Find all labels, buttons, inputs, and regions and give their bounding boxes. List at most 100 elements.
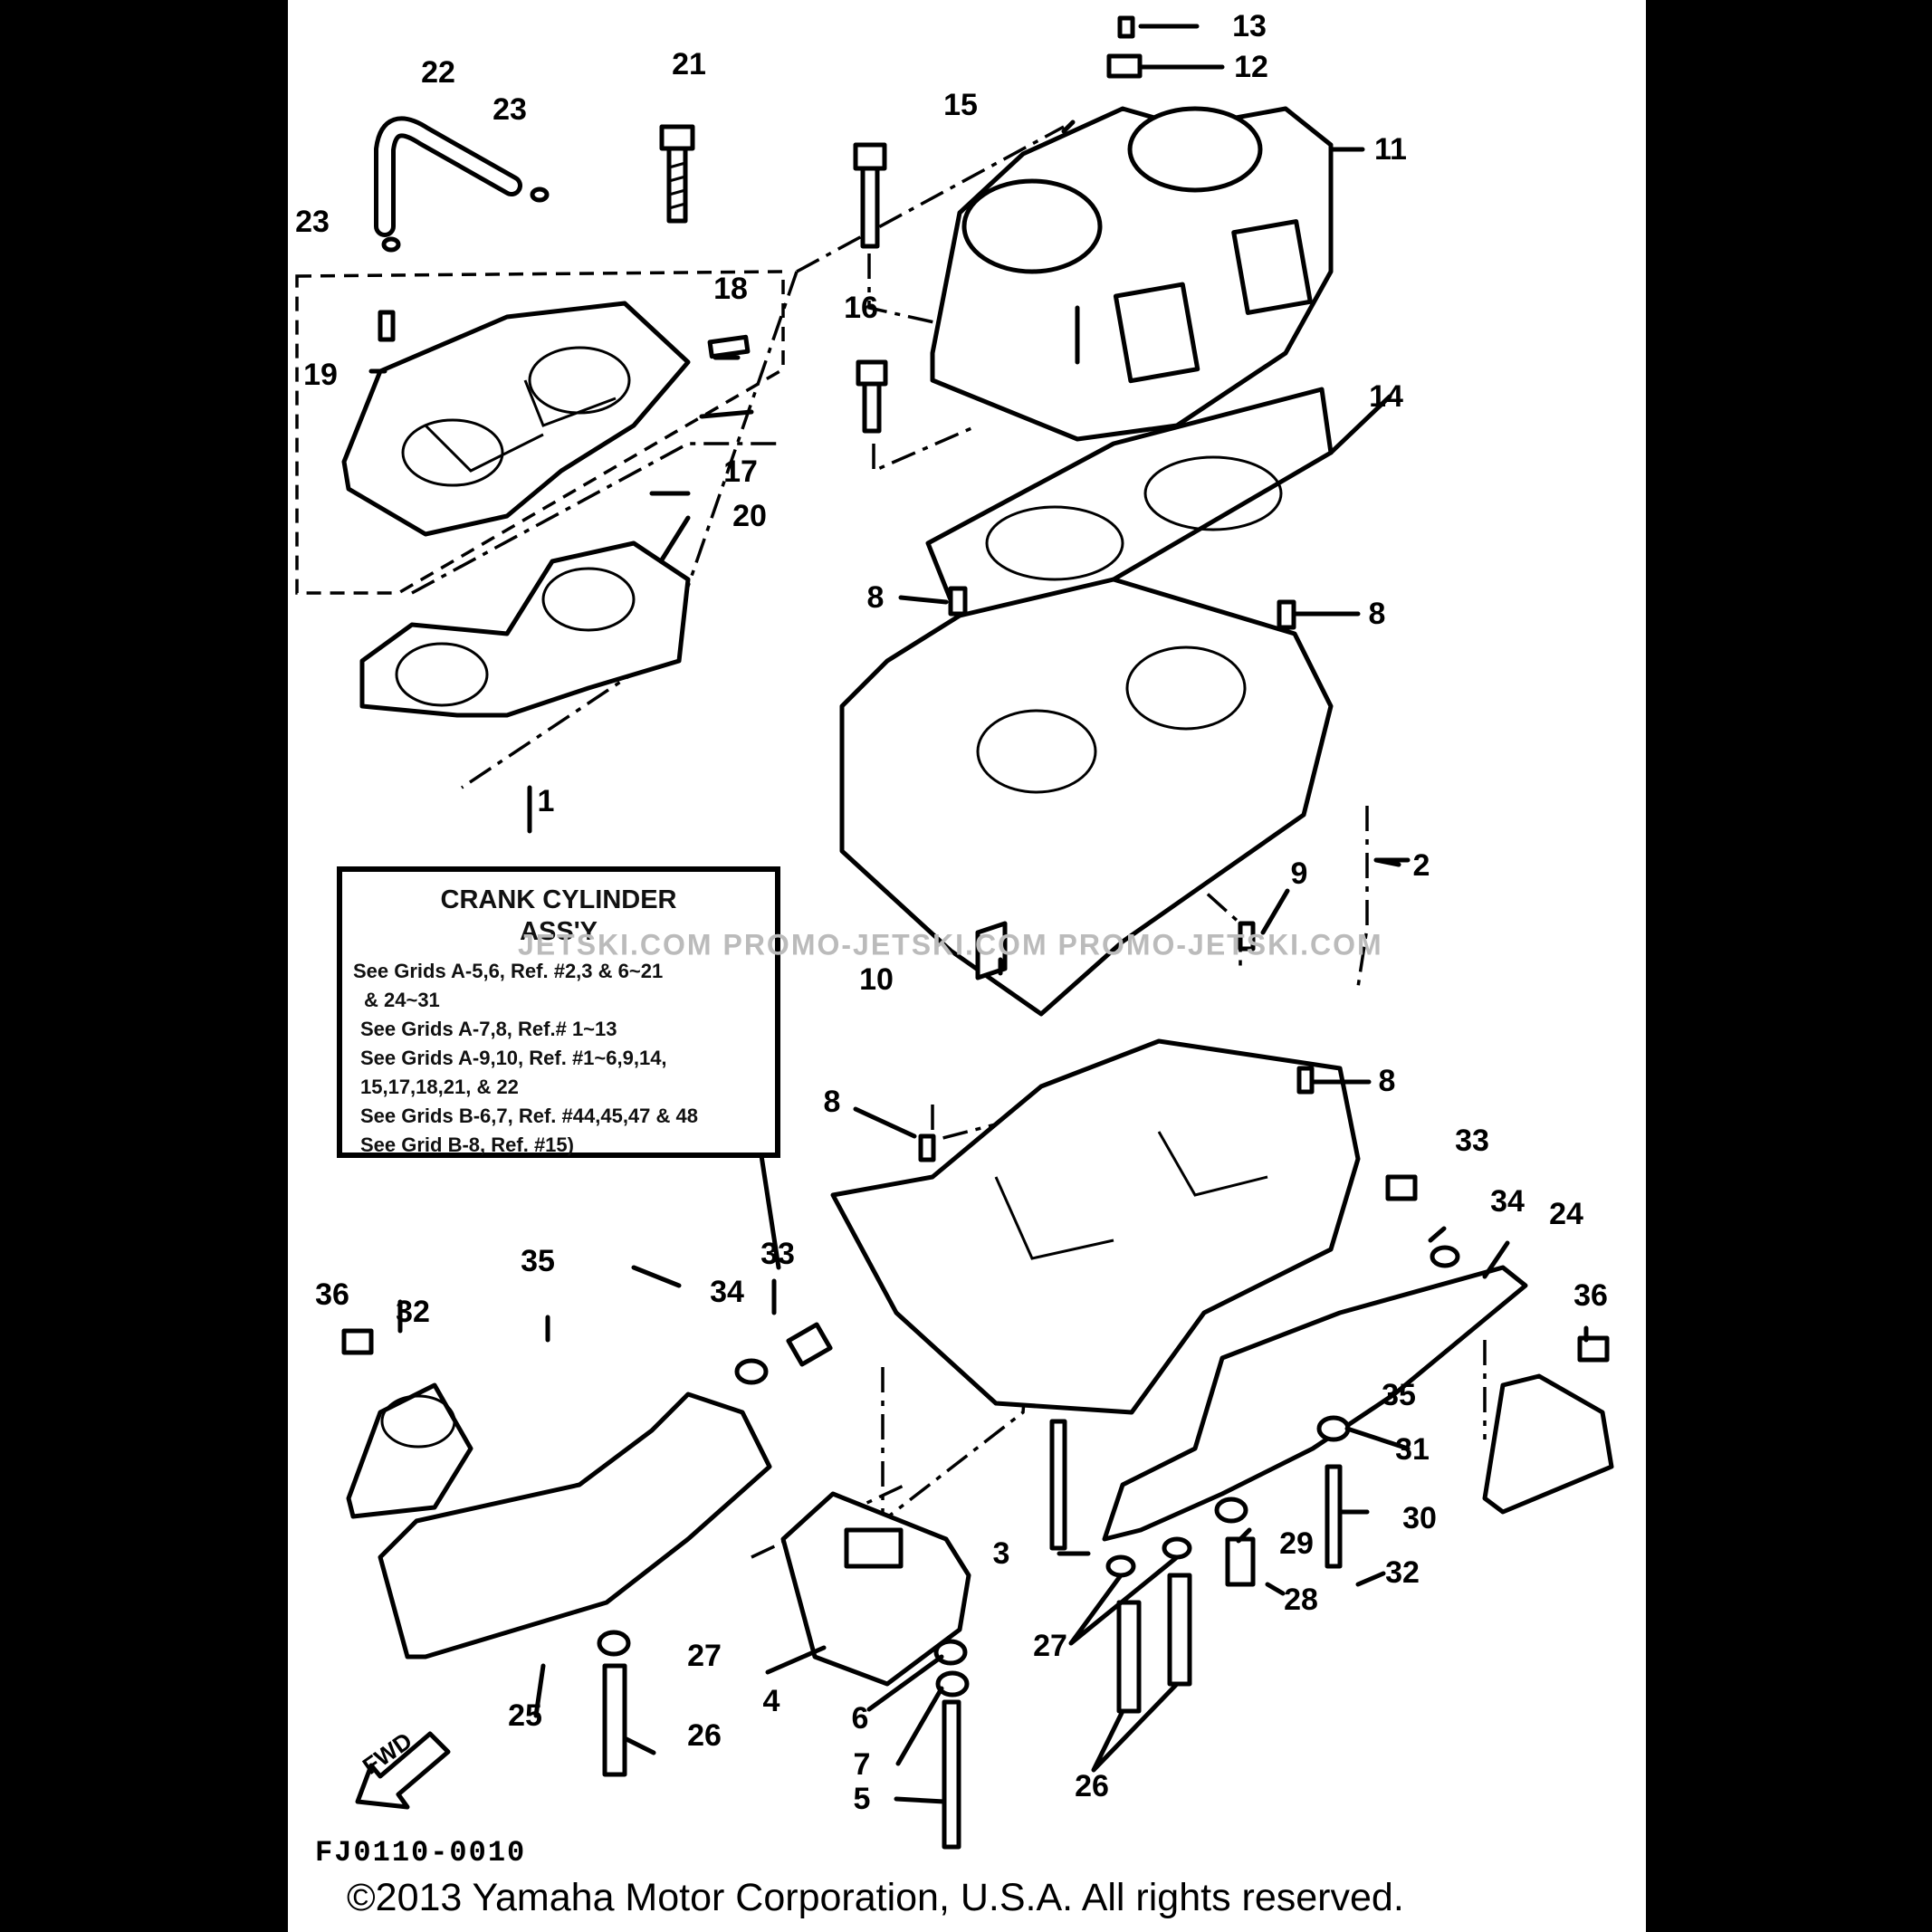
bolt-26a [602,1663,627,1777]
callout-32a: 32 [396,1295,430,1329]
watermark: JETSKI.COM PROMO-JETSKI.COM PROMO-JETSKI… [518,928,1383,961]
callout-35b: 35 [1382,1378,1416,1412]
washer-29 [1214,1497,1248,1524]
pin-18 [707,334,751,359]
note-line: See Grids B-6,7, Ref. #44,45,47 & 48 [360,1104,698,1127]
engine-mount-24 [1102,1265,1528,1542]
breather-hose-inner [378,120,518,233]
bolt-36b [1577,1335,1610,1363]
callout-35a: 35 [521,1244,555,1278]
note-line: 15,17,18,21, & 22 [360,1075,519,1098]
bolt-26b1 [1116,1600,1142,1714]
callout-36a: 36 [315,1277,349,1312]
bolt-33b [786,1322,833,1367]
washer-27a [597,1630,631,1657]
callout-3: 3 [992,1536,1010,1571]
fwd-arrow-icon [355,1731,451,1810]
callout-6: 6 [851,1701,869,1736]
callout-4: 4 [762,1684,780,1718]
bolt-36a [341,1328,374,1355]
head-assembly-box [295,270,785,595]
callout-26a: 26 [687,1718,722,1753]
callout-8c: 8 [823,1085,841,1119]
dowel-8a [948,586,968,617]
callout-7: 7 [853,1747,871,1782]
callout-31: 31 [1395,1432,1430,1467]
dowel-9 [1238,921,1256,952]
callout-1: 1 [537,784,555,818]
clamp-23a [530,187,550,203]
callout-24: 24 [1549,1197,1583,1231]
note-line: See Grid B-8, Ref. #15) [360,1133,574,1156]
callout-8a: 8 [866,580,885,615]
note-title: CRANK CYLINDER [440,885,677,914]
stud-30 [1325,1464,1343,1569]
cylinder-head [341,301,691,537]
bolt-15-shank [860,166,880,249]
bolt-16-shank [862,381,882,434]
callout-8d: 8 [1378,1064,1396,1098]
note-subtitle: ASS'Y [520,916,598,946]
bolt-28 [1225,1536,1256,1587]
callout-16: 16 [844,291,878,325]
callout-10: 10 [859,962,894,997]
bolt-21-head [659,124,695,151]
head-gasket [359,540,691,718]
note-line: See Grids A-5,6, Ref. #2,3 & 6~21 [353,959,664,982]
copyright-notice: ©2013 Yamaha Motor Corporation, U.S.A. A… [347,1876,1404,1919]
note-line: See Grids A-7,8, Ref.# 1~13 [360,1017,617,1040]
note-lines: See Grids A-5,6, Ref. #2,3 & 6~21 & 24~3… [342,957,775,1160]
callout-29: 29 [1279,1526,1314,1561]
callout-2: 2 [1412,848,1430,883]
callout-5: 5 [853,1782,871,1816]
callout-17: 17 [723,454,758,489]
dowel-8b [1277,599,1296,630]
callout-19: 19 [303,358,338,392]
callout-23b: 23 [295,205,330,239]
mount-block-4 [780,1491,971,1687]
damper-32a [346,1382,473,1519]
dowel-8d [1296,1066,1315,1095]
callout-18: 18 [713,272,748,306]
bolt-26b2 [1167,1573,1192,1687]
callout-28: 28 [1284,1583,1318,1617]
callout-12: 12 [1234,50,1268,84]
engine-mount-25 [378,1392,772,1659]
stud-3 [1049,1419,1067,1551]
callout-34a: 34 [1490,1184,1525,1219]
callout-23a: 23 [493,92,527,127]
screw-13 [1117,15,1135,39]
callout-33b: 33 [760,1237,795,1271]
callout-13: 13 [1232,9,1267,43]
clamp-23b [381,236,401,253]
leader-lines [368,24,1589,1804]
diagram-code: FJ0110-0010 [315,1836,527,1870]
lower-crankcase [830,1038,1361,1415]
assembly-line-cylinder [867,253,979,473]
callout-15: 15 [943,88,978,122]
washer-27b2 [1162,1536,1192,1560]
clip-12 [1106,53,1143,79]
note-line: See Grids A-9,10, Ref. #1~6,9,14, [360,1046,667,1069]
callout-27a: 27 [687,1639,722,1673]
bolt-16-head [856,359,888,387]
damper-32b [1482,1373,1614,1515]
bolt-33a [1385,1174,1418,1201]
washer-34b [734,1358,769,1385]
callout-21: 21 [672,47,706,81]
callout-33a: 33 [1455,1124,1489,1158]
washer-7 [935,1670,970,1698]
bolt-15-head [853,142,887,171]
note-line: & 24~31 [364,988,440,1011]
bolt-21-shank [666,146,688,224]
callout-36b: 36 [1573,1278,1608,1313]
callout-32b: 32 [1385,1555,1420,1590]
callout-22: 22 [421,55,455,90]
washer-34a [1430,1245,1460,1268]
bolt-5 [942,1699,961,1850]
callout-9: 9 [1290,856,1308,891]
crank-cylinder-note-box: CRANK CYLINDER ASS'Y See Grids A-5,6, Re… [337,866,780,1158]
callout-30: 30 [1402,1501,1437,1535]
dowel-8c [918,1133,936,1162]
